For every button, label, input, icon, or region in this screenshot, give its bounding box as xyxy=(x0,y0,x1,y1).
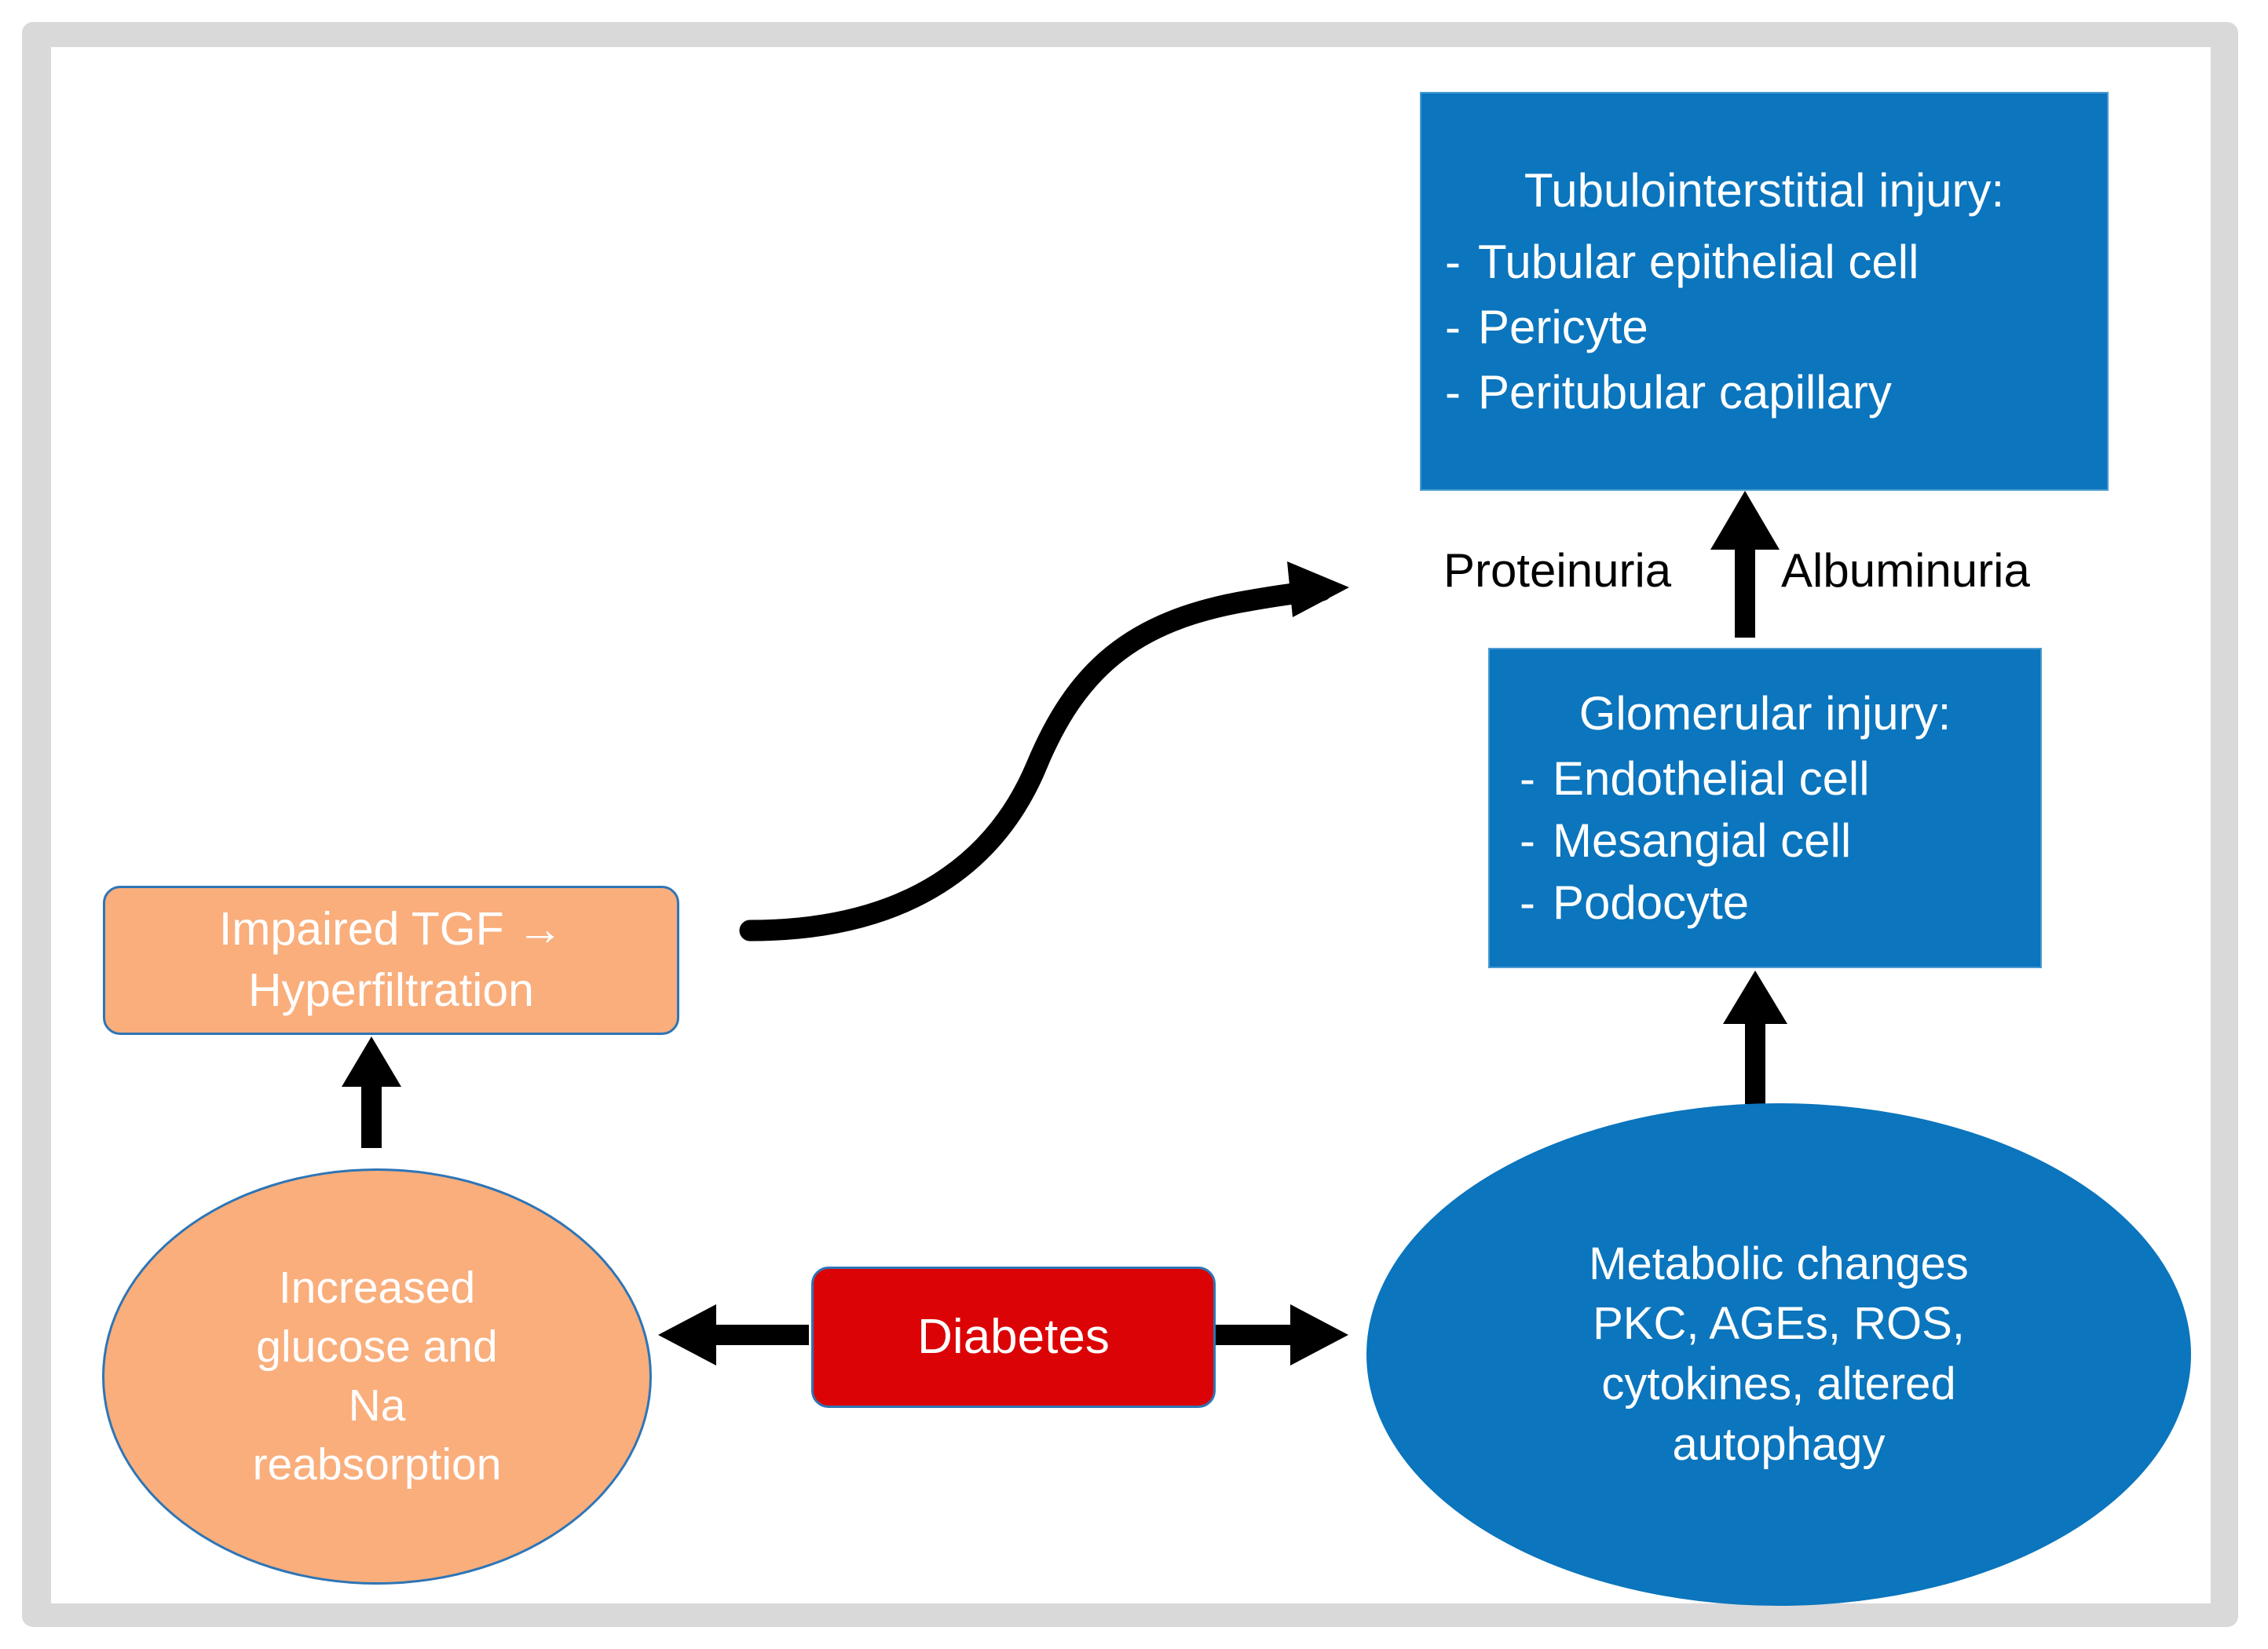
node-increased-glucose-na-reabsorption[interactable]: Increased glucose and Na reabsorption xyxy=(102,1168,652,1585)
bullet-dash-icon: - xyxy=(1445,235,1461,288)
glomerular-item-1: - Mesangial cell xyxy=(1490,812,2040,869)
metabolic-line-1: PKC, AGEs, ROS, xyxy=(1593,1298,1965,1350)
reabsorption-line-2: Na xyxy=(348,1380,406,1431)
impaired-tgf-line-0: Impaired TGF → xyxy=(218,903,564,956)
node-glomerular-injury[interactable]: Glomerular injury: - Endothelial cell - … xyxy=(1488,648,2042,968)
bullet-dash-icon: - xyxy=(1520,814,1535,867)
tubulointerstitial-title: Tubulointerstitial injury: xyxy=(1524,163,2005,217)
reabsorption-line-1: glucose and xyxy=(256,1321,498,1372)
bullet-dash-icon: - xyxy=(1520,876,1535,930)
bullet-dash-icon: - xyxy=(1445,301,1461,353)
edge-label-albuminuria: Albuminuria xyxy=(1781,544,2030,597)
glomerular-item-0: - Endothelial cell xyxy=(1490,750,2040,807)
tubulointerstitial-item-1: - Pericyte xyxy=(1421,298,2107,356)
reabsorption-line-0: Increased xyxy=(278,1262,476,1313)
diabetes-label: Diabetes xyxy=(917,1310,1110,1365)
reabsorption-line-3: reabsorption xyxy=(252,1439,502,1490)
glomerular-item-2: - Podocyte xyxy=(1490,874,2040,931)
impaired-tgf-line-1: Hyperfiltration xyxy=(248,964,534,1016)
tubulointerstitial-item-0: - Tubular epithelial cell xyxy=(1421,233,2107,291)
tubulointerstitial-item-2: - Peritubular capillary xyxy=(1421,364,2107,421)
metabolic-line-0: Metabolic changes xyxy=(1589,1238,1969,1289)
metabolic-line-2: cytokines, altered xyxy=(1601,1358,1956,1410)
node-diabetes[interactable]: Diabetes xyxy=(811,1267,1216,1408)
bullet-dash-icon: - xyxy=(1520,751,1535,805)
node-impaired-tgf-hyperfiltration[interactable]: Impaired TGF → Hyperfiltration xyxy=(103,886,679,1035)
node-tubulointerstitial-injury[interactable]: Tubulointerstitial injury: - Tubular epi… xyxy=(1420,92,2109,491)
edge-label-proteinuria: Proteinuria xyxy=(1443,544,1672,597)
glomerular-title: Glomerular injury: xyxy=(1578,686,1952,740)
bullet-dash-icon: - xyxy=(1445,366,1461,419)
metabolic-line-3: autophagy xyxy=(1672,1418,1886,1470)
node-metabolic-changes[interactable]: Metabolic changes PKC, AGEs, ROS, cytoki… xyxy=(1366,1103,2191,1606)
